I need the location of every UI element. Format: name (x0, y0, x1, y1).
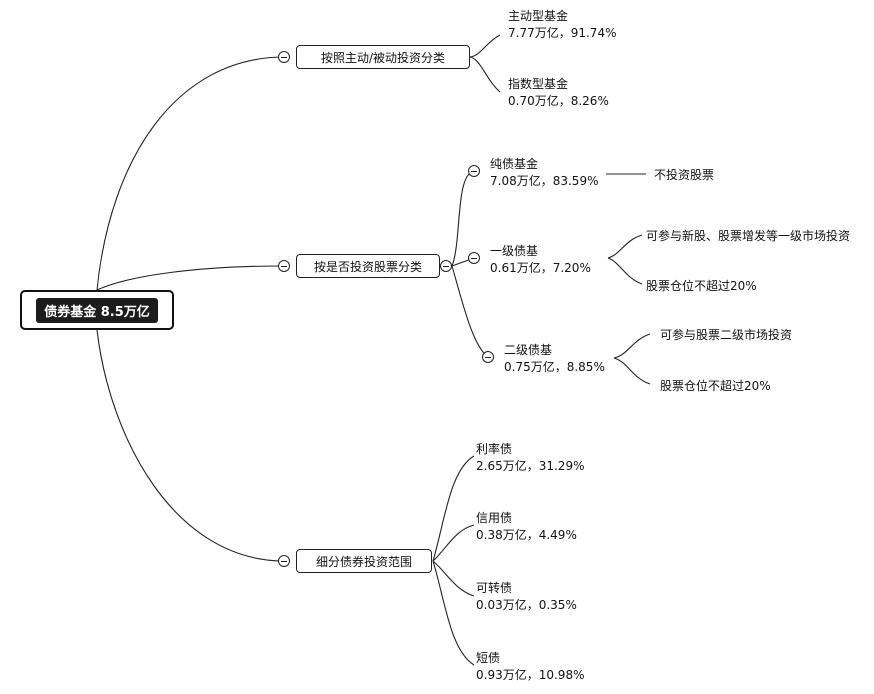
leaf-name: 一级债基 (490, 244, 539, 258)
leaf-credit-bond[interactable]: 信用债 0.38万亿，4.49% (476, 510, 577, 544)
leaf-name: 指数型基金 (508, 77, 569, 91)
leaf-pure-bond-fund[interactable]: 纯债基金 7.08万亿，83.59% (490, 156, 598, 190)
leaf-value: 7.77万亿，91.74% (508, 26, 617, 40)
leaf-value: 0.70万亿，8.26% (508, 94, 609, 108)
note-primary-market: 可参与新股、股票增发等一级市场投资 (646, 229, 851, 243)
leaf-index-fund[interactable]: 指数型基金 0.70万亿，8.26% (508, 76, 609, 110)
leaf-name: 纯债基金 (490, 157, 539, 171)
branch-label: 细分债券投资范围 (315, 554, 412, 569)
branch-node-active-passive[interactable]: 按照主动/被动投资分类 (296, 45, 470, 69)
leaf-active-fund[interactable]: 主动型基金 7.77万亿，91.74% (508, 8, 616, 42)
branch-node-stock-investment[interactable]: 按是否投资股票分类 (296, 254, 440, 278)
leaf-value: 7.08万亿，83.59% (490, 174, 599, 188)
root-label: 债券基金 8.5万亿 (36, 297, 158, 323)
collapse-toggle-icon[interactable] (278, 260, 290, 272)
root-node[interactable]: 债券基金 8.5万亿 (20, 290, 174, 330)
collapse-toggle-icon[interactable] (468, 165, 480, 177)
leaf-value: 2.65万亿，31.29% (476, 459, 585, 473)
note-secondary-market: 可参与股票二级市场投资 (660, 328, 793, 342)
collapse-toggle-icon[interactable] (278, 555, 290, 567)
leaf-name: 二级债基 (504, 343, 553, 357)
branch-node-bond-scope[interactable]: 细分债券投资范围 (296, 549, 432, 573)
note-stock-limit: 股票仓位不超过20% (646, 279, 757, 293)
leaf-convertible-bond[interactable]: 可转债 0.03万亿，0.35% (476, 580, 577, 614)
collapse-toggle-icon[interactable] (440, 260, 452, 272)
leaf-name: 主动型基金 (508, 9, 569, 23)
leaf-name: 信用债 (476, 511, 513, 525)
leaf-name: 利率债 (476, 442, 513, 456)
collapse-toggle-icon[interactable] (278, 51, 290, 63)
note-no-stock: 不投资股票 (654, 168, 715, 182)
branch-label: 按照主动/被动投资分类 (320, 50, 446, 65)
leaf-secondary-bond-fund[interactable]: 二级债基 0.75万亿，8.85% (504, 342, 605, 376)
collapse-toggle-icon[interactable] (468, 252, 480, 264)
branch-label: 按是否投资股票分类 (313, 259, 422, 274)
leaf-value: 0.03万亿，0.35% (476, 598, 577, 612)
leaf-short-bond[interactable]: 短债 0.93万亿，10.98% (476, 650, 584, 684)
leaf-value: 0.93万亿，10.98% (476, 668, 585, 682)
note-stock-limit: 股票仓位不超过20% (660, 379, 771, 393)
leaf-primary-bond-fund[interactable]: 一级债基 0.61万亿，7.20% (490, 243, 591, 277)
leaf-value: 0.38万亿，4.49% (476, 528, 577, 542)
leaf-value: 0.61万亿，7.20% (490, 261, 591, 275)
leaf-value: 0.75万亿，8.85% (504, 360, 605, 374)
collapse-toggle-icon[interactable] (482, 351, 494, 363)
leaf-name: 短债 (476, 651, 501, 665)
leaf-name: 可转债 (476, 581, 513, 595)
leaf-rate-bond[interactable]: 利率债 2.65万亿，31.29% (476, 441, 584, 475)
